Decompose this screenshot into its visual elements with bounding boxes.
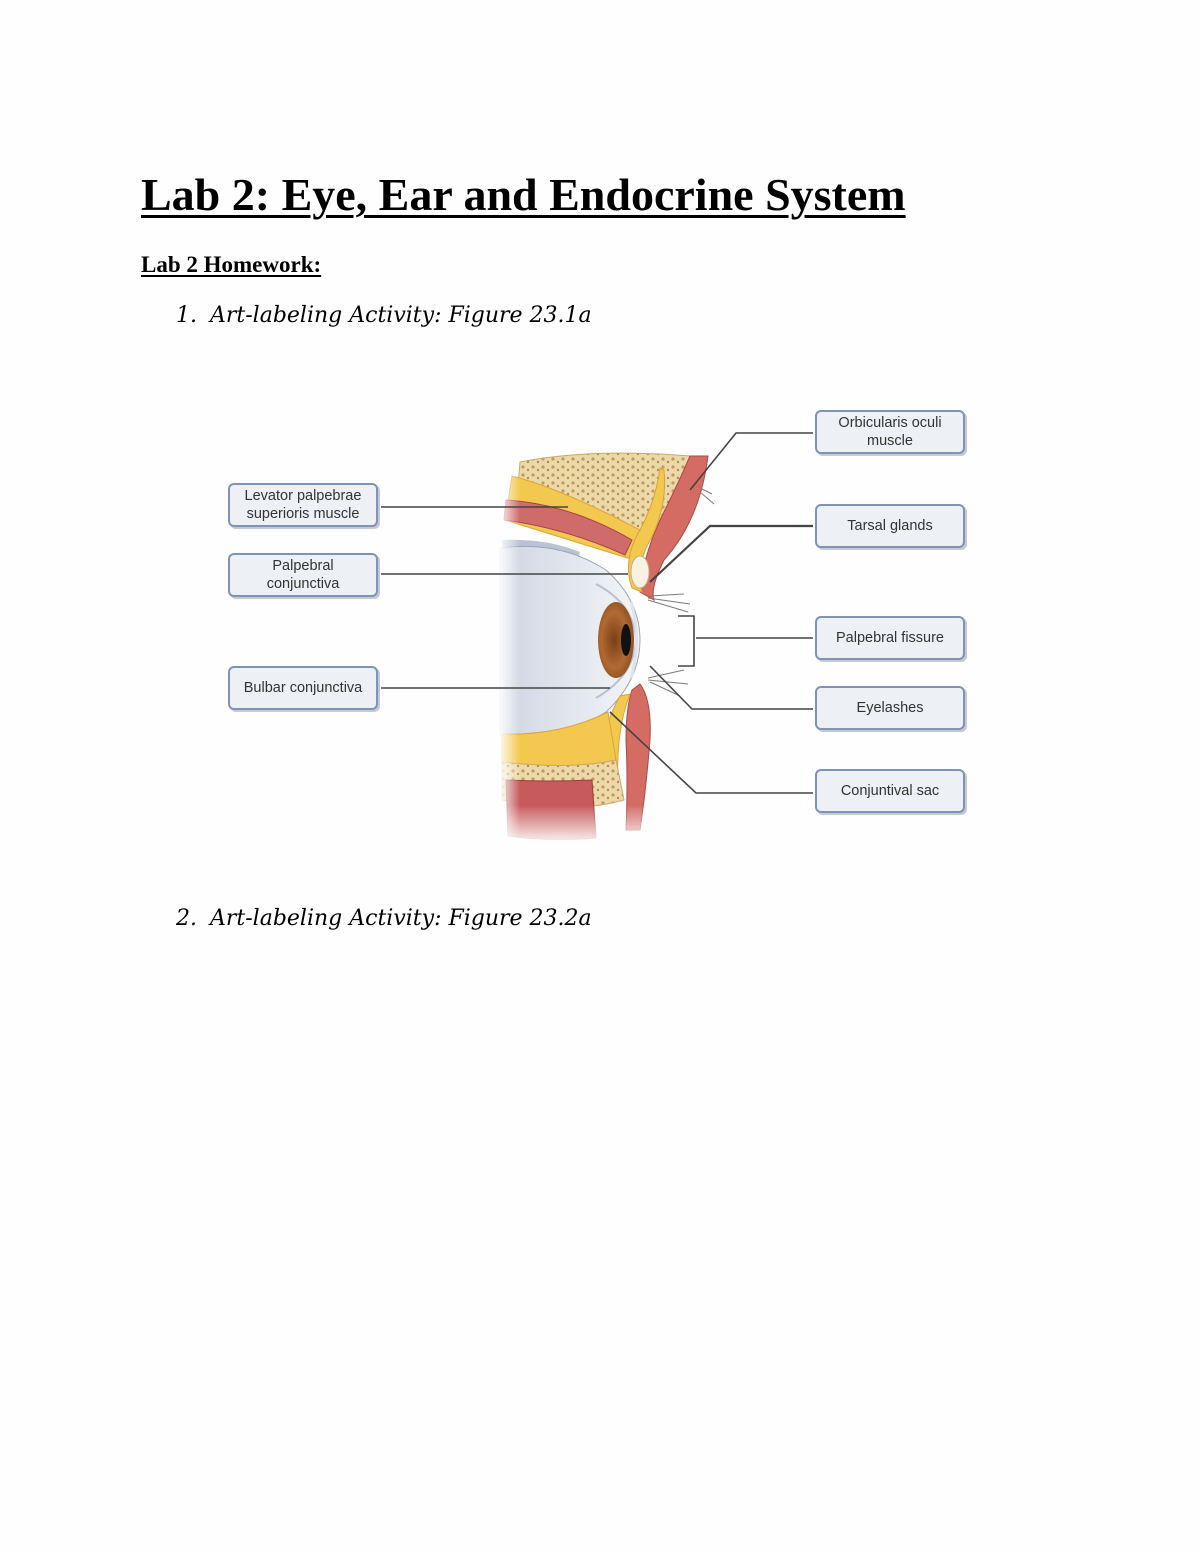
- leader-line-orbicularis: [690, 433, 813, 490]
- label-palpebral-fissure: Palpebral fissure: [815, 616, 965, 660]
- list-item: 2.Art-labeling Activity: Figure 23.2a: [176, 906, 592, 931]
- label-levator-palpebrae: Levator palpebrae superioris muscle: [228, 483, 378, 527]
- list-item-text: Art-labeling Activity: Figure 23.2a: [210, 906, 592, 931]
- label-bulbar-conjunctiva: Bulbar conjunctiva: [228, 666, 378, 710]
- tarsal-plate: [631, 556, 649, 588]
- list-item-number: 2.: [176, 906, 210, 931]
- orbit-cross-section: [498, 450, 714, 845]
- label-eyelashes: Eyelashes: [815, 686, 965, 730]
- label-conjuntival-sac: Conjuntival sac: [815, 769, 965, 813]
- label-palpebral-conjunctiva: Palpebral conjunctiva: [228, 553, 378, 597]
- bracket-fissure: [678, 616, 694, 666]
- label-orbicularis-oculi: Orbicularis oculi muscle: [815, 410, 965, 454]
- label-tarsal-glands: Tarsal glands: [815, 504, 965, 548]
- pupil: [621, 624, 631, 656]
